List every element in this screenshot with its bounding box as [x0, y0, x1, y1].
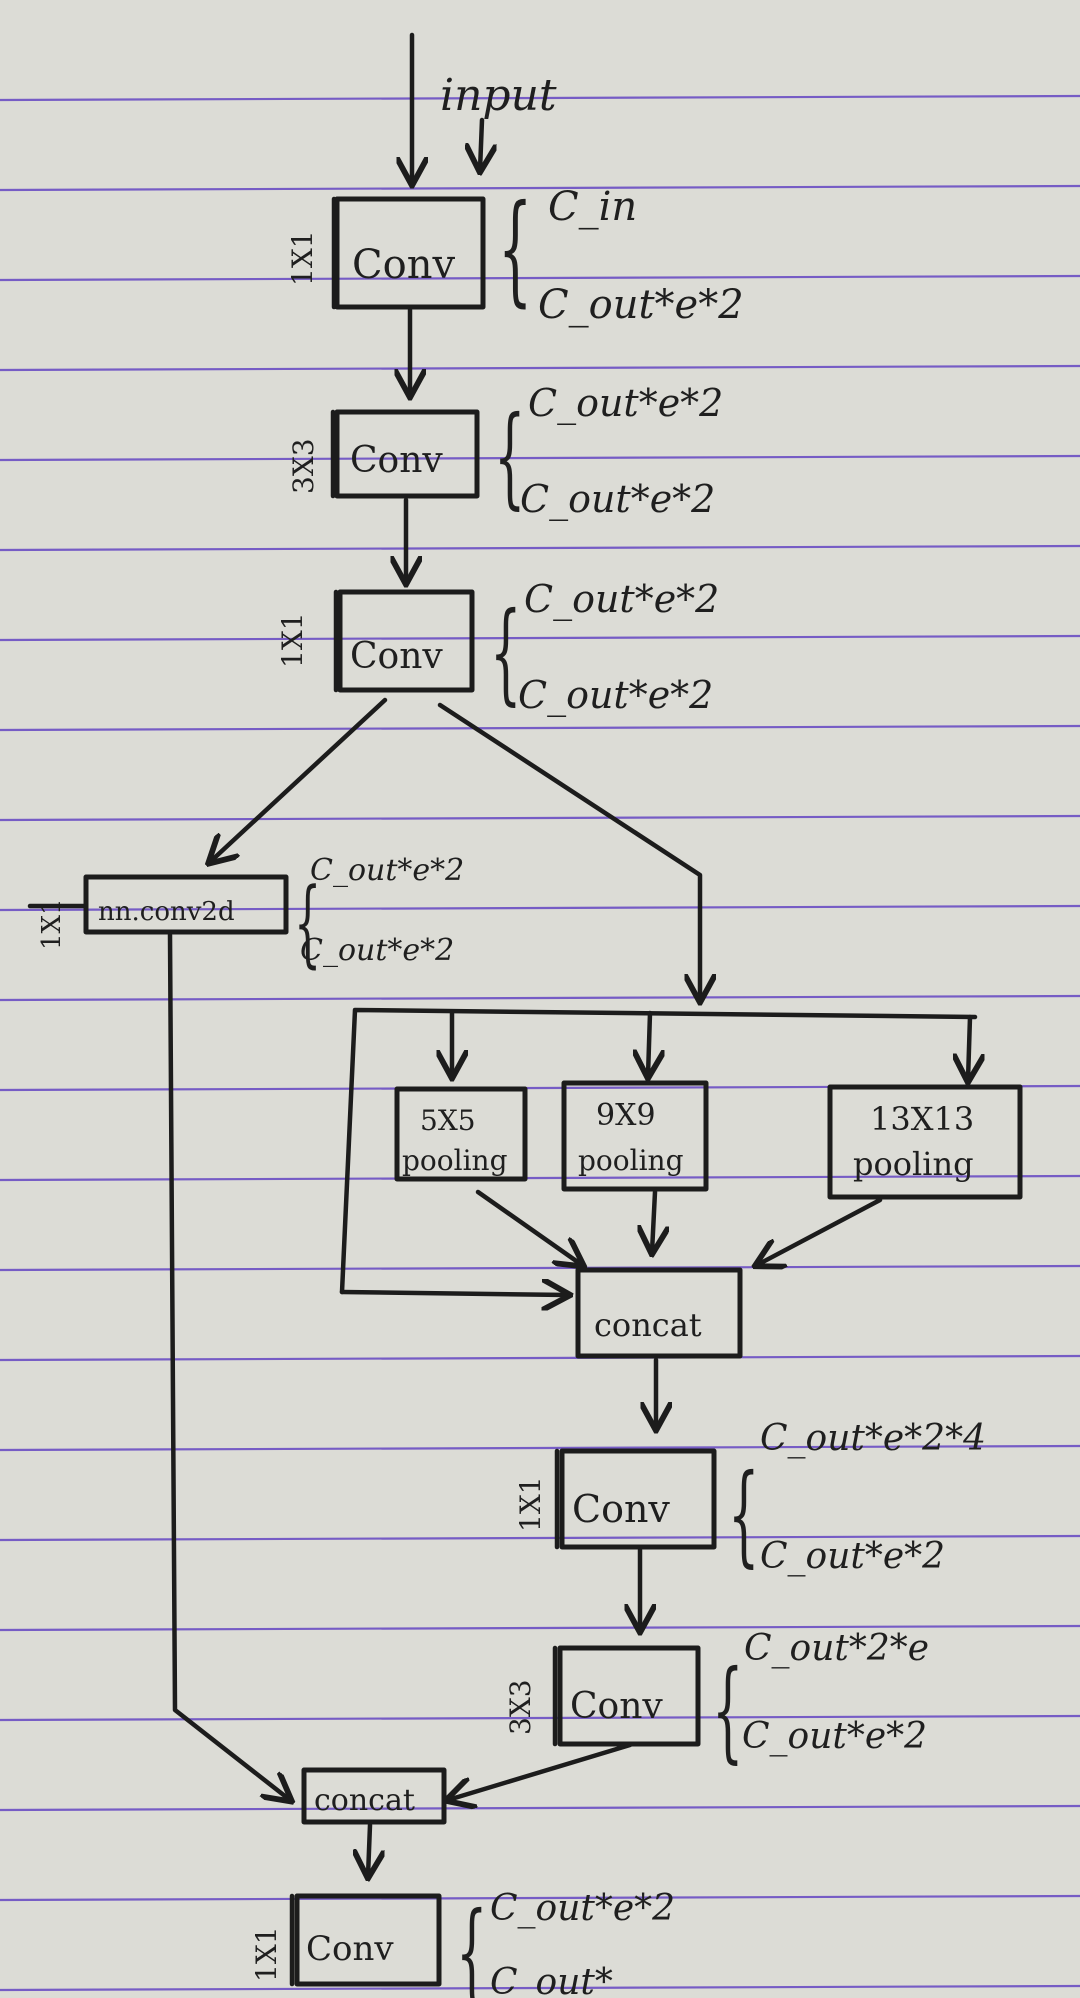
conv1-block: Conv 1X1 { C_in C_out*e*2 [286, 179, 744, 328]
nnconv-ch-out: C_out*e*2 [300, 933, 454, 968]
conv1-ch-out: C_out*e*2 [538, 282, 744, 328]
pool9-box [561, 1080, 709, 1192]
conv5-label: Conv [570, 1686, 663, 1727]
ruled-lines [0, 94, 1080, 1992]
svg-text:{: { [494, 393, 525, 521]
conv2-label: Conv [350, 440, 443, 481]
conv3-label: Conv [350, 636, 443, 677]
edge-concat2-conv6 [368, 1822, 370, 1876]
conv2-ch-in: C_out*e*2 [528, 381, 723, 426]
pool5-op: pooling [402, 1144, 508, 1177]
conv2-block: Conv 3X3 { C_out*e*2 C_out*e*2 [287, 381, 723, 522]
svg-text:{: { [712, 1647, 743, 1775]
svg-text:{: { [294, 869, 321, 979]
conv3-ch-in: C_out*e*2 [524, 577, 719, 622]
conv4-ch-in: C_out*e*2*4 [760, 1418, 986, 1459]
pool13-op: pooling [853, 1145, 974, 1183]
conv3-kernel: 1X1 [276, 612, 309, 668]
pool13-box [827, 1084, 1023, 1200]
svg-text:{: { [728, 1451, 759, 1579]
concat1-block: concat [575, 1267, 743, 1359]
svg-text:{: { [456, 1889, 487, 1998]
edge-pool13-concat1 [757, 1197, 883, 1265]
conv4-label: Conv [572, 1487, 670, 1531]
edge-bar-pool13 [968, 1014, 970, 1080]
edge-pool5-concat1 [475, 1189, 582, 1265]
pool13-block: 13X13 pooling [827, 1084, 1023, 1200]
conv5-block: Conv 3X3 { C_out*2*e C_out*e*2 [504, 1628, 929, 1775]
pool5-block: 5X5 pooling [394, 1086, 528, 1182]
input-label: input [440, 70, 557, 121]
conv6-ch-out: C_out* [490, 1962, 613, 1998]
conv6-ch-in: C_out*e*2 [490, 1888, 675, 1929]
conv1-box [334, 196, 486, 310]
svg-text:{: { [490, 589, 521, 717]
pool9-size: 9X9 [596, 1098, 656, 1133]
conv2-box [334, 409, 480, 499]
spp-distribution-bar [339, 1007, 978, 1295]
conv1-ch-in: C_in [548, 184, 637, 230]
edge-conv3-nnconv [210, 697, 388, 862]
conv4-box [559, 1448, 717, 1550]
input-arrow-secondary [480, 117, 482, 170]
pool5-box [394, 1086, 528, 1182]
concat1-label: concat [594, 1306, 702, 1344]
conv6-kernel: 1X1 [250, 1926, 283, 1982]
conv1-brace: { [498, 179, 532, 318]
conv5-ch-in: C_out*2*e [744, 1628, 929, 1669]
edge-bar-concat1 [339, 1292, 568, 1295]
concat2-box [301, 1767, 447, 1825]
conv4-block: Conv 1X1 { C_out*e*2*4 C_out*e*2 [514, 1418, 986, 1579]
concat2-label: concat [314, 1783, 415, 1818]
pool9-block: 9X9 pooling [561, 1080, 709, 1192]
pool13-size: 13X13 [870, 1100, 974, 1138]
conv4-kernel: 1X1 [514, 1476, 547, 1532]
edge-bar-pool9 [648, 1010, 650, 1076]
conv5-ch-out: C_out*e*2 [742, 1716, 927, 1757]
edge-conv5-concat2 [448, 1742, 633, 1800]
concat1-box [575, 1267, 743, 1359]
nnconv-block: nn.conv2d 1X1 { C_out*e*2 C_out*e*2 [27, 853, 464, 979]
conv5-kernel: 3X3 [504, 1679, 537, 1735]
conv3-block: Conv 1X1 { C_out*e*2 C_out*e*2 [276, 577, 719, 718]
conv2-ch-out: C_out*e*2 [520, 477, 715, 522]
edge-nnconv-concat2 [167, 932, 290, 1800]
conv4-ch-out: C_out*e*2 [760, 1536, 945, 1577]
edge-conv3-spp [437, 702, 700, 1000]
conv1-kernel: 1X1 [286, 230, 319, 286]
edge-pool9-concat1 [652, 1189, 655, 1252]
conv6-box [294, 1893, 442, 1987]
concat2-block: concat [301, 1767, 447, 1825]
conv6-label: Conv [306, 1929, 394, 1969]
pool9-op: pooling [578, 1144, 684, 1177]
nnconv-label: nn.conv2d [98, 897, 235, 927]
pool5-size: 5X5 [420, 1104, 476, 1137]
input-node: input [412, 32, 557, 183]
conv6-block: Conv 1X1 { C_out*e*2 C_out* [250, 1888, 675, 1998]
nnconv-ch-in: C_out*e*2 [310, 853, 464, 888]
conv1-label: Conv [352, 242, 455, 288]
conv2-kernel: 3X3 [287, 438, 320, 494]
conv3-ch-out: C_out*e*2 [518, 673, 713, 718]
conv3-box [337, 589, 475, 693]
